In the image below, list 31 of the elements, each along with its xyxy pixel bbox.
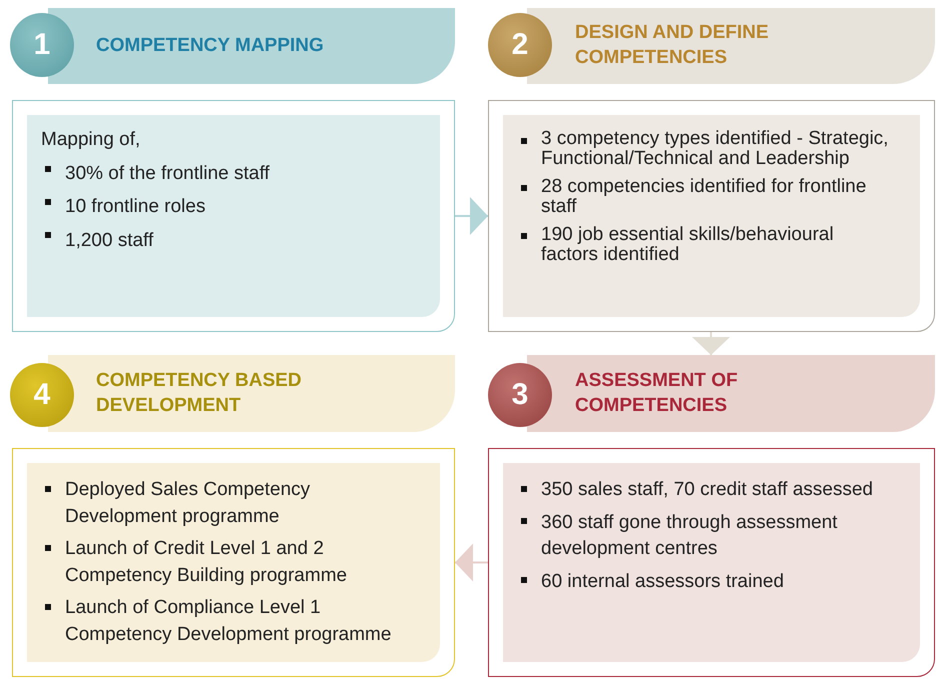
step-header-band xyxy=(527,355,935,432)
bullet-item: 1,200 staff xyxy=(41,224,426,257)
arrow xyxy=(455,544,488,582)
bullet-item: Deployed Sales Competency Development programme xyxy=(41,477,426,530)
bullet-item: 28 competencies identified for frontline staff xyxy=(517,176,891,217)
bullet-item: 60 internal assessors trained xyxy=(517,568,906,596)
step-header-band xyxy=(48,8,455,84)
bullet-item: 3 competency types identified - Strategic, Functional/Technical and Leadership xyxy=(517,129,891,169)
step-title: ASSESSMENT OF COMPETENCIES xyxy=(575,368,739,418)
step-content-box xyxy=(488,100,935,332)
step-number-circle: 1 xyxy=(10,13,74,77)
bullet-item: Launch of Credit Level 1 and 2 Competency Building programme xyxy=(41,536,426,590)
bullet-item: 350 sales staff, 70 credit staff assessed xyxy=(517,477,906,504)
step-title: COMPETENCY MAPPING xyxy=(96,34,324,58)
bullet-item: Launch of Compliance Level 1 Competency Development programme xyxy=(41,595,426,649)
list-intro: Mapping of, xyxy=(41,129,142,151)
step-content-box xyxy=(12,448,455,677)
step-number-circle: 2 xyxy=(488,13,552,77)
step-title: COMPETENCY BASED DEVELOPMENT xyxy=(96,368,303,418)
step-content-box xyxy=(488,448,935,677)
arrow xyxy=(692,332,730,355)
step-number-circle: 3 xyxy=(488,363,552,427)
bullet-item: 30% of the frontline staff xyxy=(41,157,426,190)
bullet-item: 360 staff gone through assessment development centres xyxy=(517,510,906,563)
arrow xyxy=(455,197,488,235)
step-header-band xyxy=(527,8,935,84)
step-title: DESIGN AND DEFINE COMPETENCIES xyxy=(575,21,770,70)
step-number-circle: 4 xyxy=(10,363,74,427)
bullet-item: 190 job essential skills/behavioural factors identified xyxy=(517,224,891,265)
bullet-item: 10 frontline roles xyxy=(41,190,426,224)
step-content-box xyxy=(12,100,455,332)
